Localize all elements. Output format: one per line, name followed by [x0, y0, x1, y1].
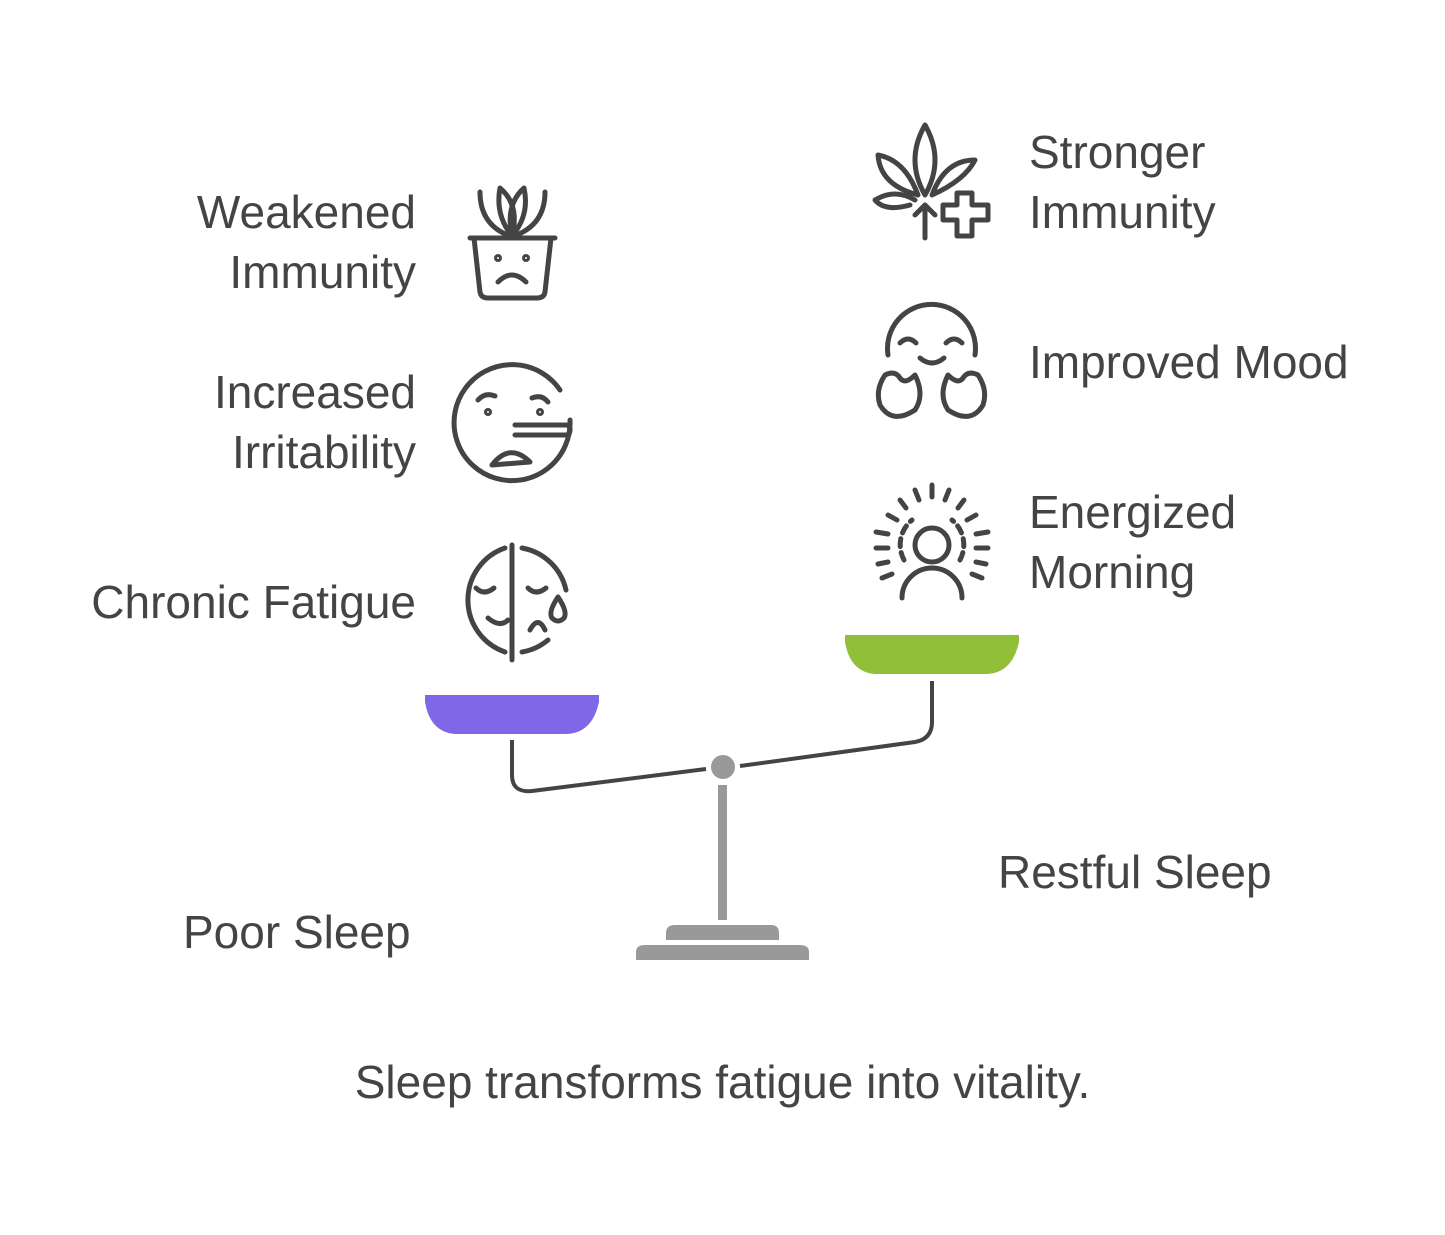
right-pan — [845, 635, 1019, 674]
label-line: Energized — [1029, 486, 1237, 538]
label-line: Morning — [1029, 546, 1196, 598]
happy-person-icon — [875, 301, 988, 419]
item-weakened-immunity: Weakened Immunity — [197, 182, 416, 302]
caption: Sleep transforms fatigue into vitality. — [354, 1056, 1091, 1108]
label-line: Stronger — [1029, 126, 1206, 178]
scale-beam — [510, 681, 934, 794]
label-line: Irritability — [231, 426, 416, 478]
annoyed-face-icon — [451, 362, 573, 484]
restful-sleep-title: Restful Sleep — [998, 846, 1272, 898]
scale-base — [636, 785, 809, 960]
item-increased-irritability: Increased Irritability — [214, 362, 416, 482]
item-chronic-fatigue: Chronic Fatigue — [91, 572, 416, 632]
label-line: Immunity — [229, 246, 416, 298]
sad-plant-pot-icon — [467, 185, 558, 301]
left-pan — [425, 695, 599, 734]
tired-face-icon — [465, 542, 569, 663]
label-line: Increased — [213, 366, 416, 418]
radiant-person-icon — [873, 482, 991, 601]
leaf-plus-icon — [872, 122, 991, 241]
item-improved-mood: Improved Mood — [1029, 332, 1349, 392]
label-line: Weakened — [196, 186, 416, 238]
scale-pivot — [711, 755, 735, 779]
item-stronger-immunity: Stronger Immunity — [1029, 122, 1216, 242]
label-line: Immunity — [1029, 186, 1216, 238]
item-energized-morning: Energized Morning — [1029, 482, 1236, 602]
label-line: Improved Mood — [1029, 336, 1349, 388]
poor-sleep-title: Poor Sleep — [183, 906, 411, 958]
label-line: Chronic Fatigue — [91, 576, 416, 628]
